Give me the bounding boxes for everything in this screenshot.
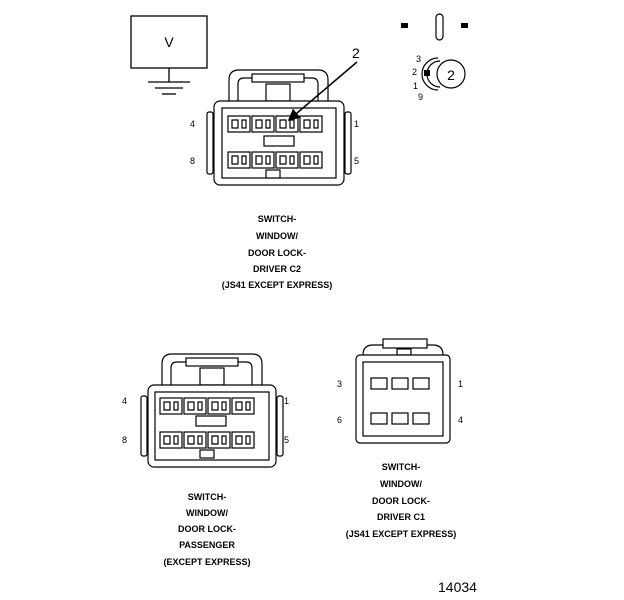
terminal-key-icon xyxy=(401,13,468,91)
figure-number: 14034 xyxy=(438,579,477,595)
passenger-caption-line: PASSENGER xyxy=(179,540,235,550)
c1-caption-line: DRIVER C1 xyxy=(377,512,425,522)
c2-caption: SWITCH- WINDOW/ DOOR LOCK- DRIVER C2 (JS… xyxy=(222,214,333,290)
c2-caption-line: (JS41 EXCEPT EXPRESS) xyxy=(222,280,333,290)
key-pin-1: 1 xyxy=(413,81,418,91)
passenger-pin-top-right: 1 xyxy=(284,396,289,406)
c1-caption: SWITCH- WINDOW/ DOOR LOCK- DRIVER C1 (JS… xyxy=(346,462,457,539)
c1-caption-line: (JS41 EXCEPT EXPRESS) xyxy=(346,529,457,539)
connector-passenger xyxy=(140,353,284,468)
key-pin-2: 2 xyxy=(412,67,417,77)
c2-callout-arrow xyxy=(287,61,358,121)
passenger-pin-bottom-right: 5 xyxy=(284,435,289,445)
c2-caption-line: WINDOW/ xyxy=(256,231,298,241)
connector-c1 xyxy=(355,338,451,444)
c2-pin-top-right: 1 xyxy=(354,119,359,129)
c2-pin-bottom-right: 5 xyxy=(354,156,359,166)
c2-caption-line: DOOR LOCK- xyxy=(248,248,306,258)
passenger-caption: SWITCH- WINDOW/ DOOR LOCK- PASSENGER (EX… xyxy=(163,492,250,567)
passenger-caption-line: SWITCH- xyxy=(188,492,227,502)
voltmeter-symbol xyxy=(130,15,208,95)
passenger-pin-bottom-left: 8 xyxy=(122,435,127,445)
c1-caption-line: WINDOW/ xyxy=(380,479,422,489)
c2-pin-top-left: 4 xyxy=(190,119,195,129)
passenger-caption-line: (EXCEPT EXPRESS) xyxy=(163,557,250,567)
c2-pin-bottom-left: 8 xyxy=(190,156,195,166)
c1-pin-bottom-left: 6 xyxy=(337,415,342,425)
c1-pin-top-right: 1 xyxy=(458,379,463,389)
c2-callout: 2 xyxy=(352,45,360,61)
key-pin-9: 9 xyxy=(418,92,423,102)
c1-caption-line: SWITCH- xyxy=(382,462,421,472)
c2-caption-line: DRIVER C2 xyxy=(253,264,301,274)
c2-caption-line: SWITCH- xyxy=(258,214,297,224)
c1-pin-top-left: 3 xyxy=(337,379,342,389)
c1-pin-bottom-right: 4 xyxy=(458,415,463,425)
key-callout: 2 xyxy=(447,67,455,83)
passenger-caption-line: WINDOW/ xyxy=(186,508,228,518)
passenger-caption-line: DOOR LOCK- xyxy=(178,524,236,534)
key-pin-3: 3 xyxy=(416,54,421,64)
c1-caption-line: DOOR LOCK- xyxy=(372,496,430,506)
passenger-pin-top-left: 4 xyxy=(122,396,127,406)
voltmeter-label: V xyxy=(164,34,174,50)
connector-c2 xyxy=(206,69,352,186)
